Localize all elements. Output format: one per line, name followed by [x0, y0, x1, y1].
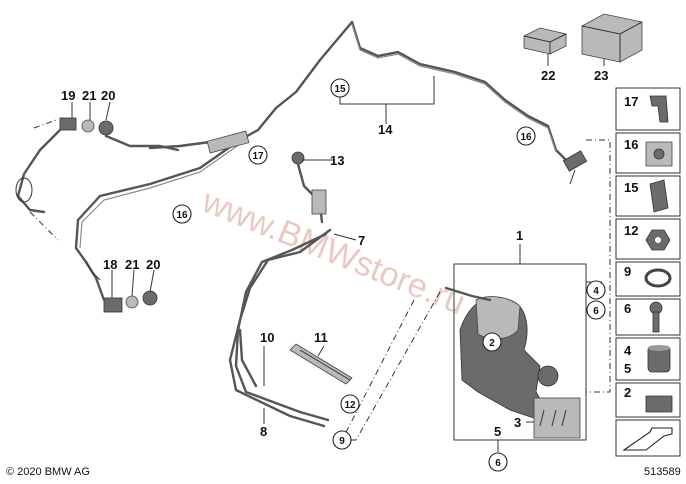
sealing-pad-icon	[645, 395, 673, 413]
double-clip-icon	[645, 141, 673, 167]
arrow-icon	[622, 427, 673, 451]
svg-text:16: 16	[520, 132, 532, 143]
heat-shield-strip	[289, 343, 353, 385]
label-18: 18	[103, 257, 117, 272]
callout-9: 9	[332, 430, 352, 450]
svg-text:15: 15	[334, 84, 346, 95]
legend-12: 12	[624, 223, 638, 238]
label-23: 23	[594, 68, 608, 83]
callout-12: 12	[340, 394, 360, 414]
tank-assembly-group	[444, 263, 587, 441]
part-number-labels: 19 21 20 18 21 20 14 13 7 1 10 11 8 3 5 …	[61, 68, 608, 439]
legend-5: 5	[624, 361, 631, 376]
clip-icon	[649, 95, 669, 123]
svg-text:9: 9	[339, 436, 345, 447]
label-1: 1	[516, 228, 523, 243]
legend-15: 15	[624, 180, 638, 195]
legend-17: 17	[624, 94, 638, 109]
label-20: 20	[101, 88, 115, 103]
module-22	[523, 27, 567, 55]
label-19: 19	[61, 88, 75, 103]
callout-17: 17	[248, 145, 268, 165]
svg-text:4: 4	[593, 286, 599, 297]
svg-text:2: 2	[489, 338, 495, 349]
callout-16: 16	[516, 126, 536, 146]
diagram-id: 513589	[644, 466, 681, 478]
holder-icon	[649, 179, 669, 213]
legend-6: 6	[624, 301, 631, 316]
circled-callouts: 15 16 17 16 2 4 6 12 9 6	[172, 78, 606, 472]
legend-16: 16	[624, 137, 638, 152]
label-8: 8	[260, 424, 267, 439]
label-21: 21	[125, 257, 139, 272]
hex-nut-icon	[645, 229, 671, 251]
legend-column: 17 16 15 12 9 6 4 5 2	[615, 87, 681, 457]
label-22: 22	[541, 68, 555, 83]
svg-text:6: 6	[495, 458, 501, 469]
return-lines	[228, 228, 332, 428]
left-sensor-upper	[15, 117, 180, 214]
label-11: 11	[314, 330, 328, 345]
label-5: 5	[494, 424, 501, 439]
label-10: 10	[260, 330, 274, 345]
left-sensor-lower	[84, 260, 158, 313]
callout-15: 15	[330, 78, 350, 98]
pressure-sensor	[291, 151, 327, 224]
legend-2: 2	[624, 385, 631, 400]
copyright: © 2020 BMW AG	[6, 466, 90, 478]
label-3: 3	[514, 415, 521, 430]
label-21: 21	[82, 88, 96, 103]
svg-text:6: 6	[593, 306, 599, 317]
label-7: 7	[358, 233, 365, 248]
label-13: 13	[330, 153, 344, 168]
label-14: 14	[378, 122, 393, 137]
callout-2: 2	[482, 332, 502, 352]
svg-text:17: 17	[252, 151, 264, 162]
callout-6: 6	[488, 452, 508, 472]
legend-9: 9	[624, 264, 631, 279]
label-20: 20	[146, 257, 160, 272]
hose-clamp-icon	[644, 268, 672, 288]
leader-lines	[71, 50, 605, 452]
screw-icon	[649, 301, 663, 333]
watermark: www.BMWstore.ru	[196, 182, 470, 322]
callout-16: 16	[172, 204, 192, 224]
callout-6: 6	[586, 300, 606, 320]
svg-text:16: 16	[176, 210, 188, 221]
callout-4: 4	[586, 280, 606, 300]
fuel-line-assembly	[74, 20, 588, 264]
legend-4: 4	[624, 343, 632, 358]
box-23	[581, 13, 643, 63]
svg-text:12: 12	[344, 400, 356, 411]
rubber-mount-icon	[647, 345, 671, 373]
